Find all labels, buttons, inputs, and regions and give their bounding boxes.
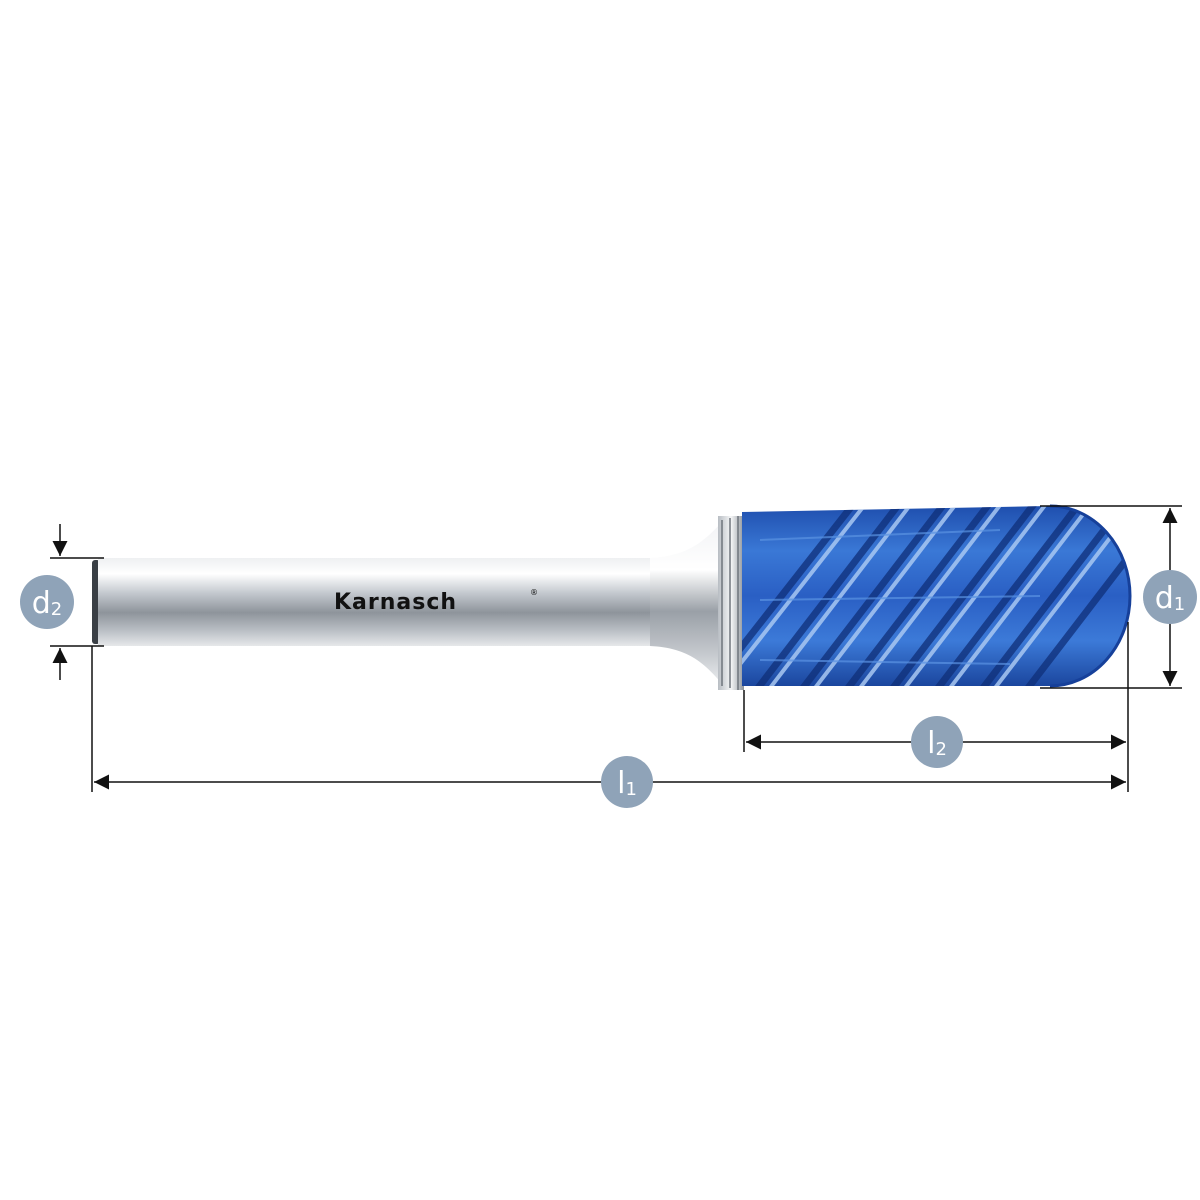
- cutting-head: [742, 504, 1132, 688]
- badge-l2: l2: [911, 716, 963, 768]
- shank-neck: [650, 520, 724, 686]
- badge-l1-letter: l: [617, 766, 625, 801]
- svg-text:d1: d1: [1155, 581, 1186, 616]
- badge-d2: d2: [20, 575, 74, 629]
- badge-l2-letter: l: [927, 726, 935, 761]
- badge-d1-letter: d: [1155, 581, 1174, 616]
- badge-d2-subscript: 2: [51, 599, 62, 620]
- shank: [98, 558, 658, 646]
- svg-text:l1: l1: [617, 766, 637, 801]
- badge-d1: d1: [1143, 570, 1197, 624]
- badge-l2-subscript: 2: [935, 739, 946, 760]
- badge-d1-subscript: 1: [1174, 594, 1185, 615]
- badge-d2-letter: d: [32, 586, 51, 621]
- brand-registered-mark: ®: [530, 588, 538, 597]
- svg-text:d2: d2: [32, 586, 63, 621]
- badge-l1: l1: [601, 756, 653, 808]
- collar-ridges: [721, 516, 739, 690]
- carbide-burr: Karnasch ®: [92, 504, 1132, 690]
- svg-text:l2: l2: [927, 726, 947, 761]
- badge-l1-subscript: 1: [625, 779, 636, 800]
- brand-logo: Karnasch: [334, 590, 457, 615]
